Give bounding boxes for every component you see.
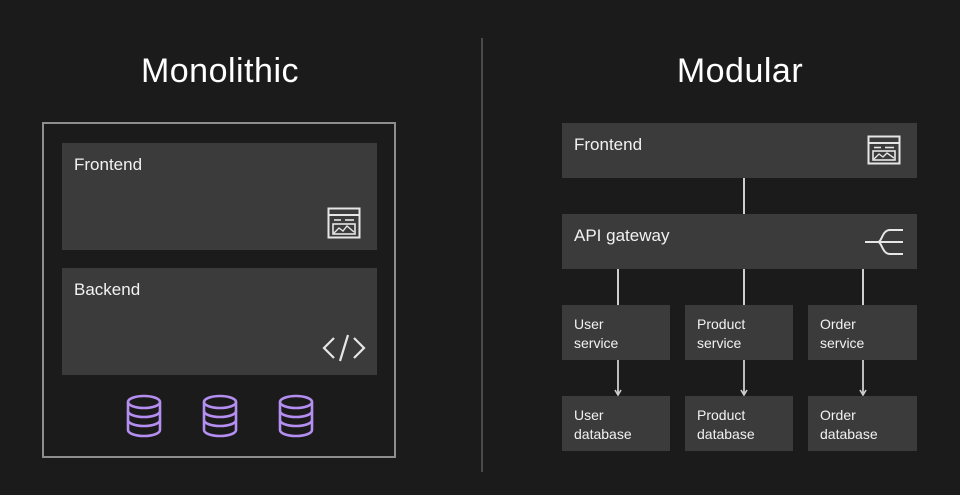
database-icon	[202, 394, 238, 438]
arrow-down	[740, 360, 748, 396]
database-icon	[126, 394, 162, 438]
section-divider	[481, 38, 483, 472]
modular-title: Modular	[676, 52, 804, 90]
monolithic-title: Monolithic	[140, 52, 300, 90]
product-service-box: Product service	[685, 305, 793, 360]
database-label: User database	[574, 407, 632, 442]
monolith-container	[42, 122, 396, 458]
database-icon	[278, 394, 314, 438]
split-routing-icon	[865, 229, 903, 255]
connector-line	[617, 269, 619, 305]
monolith-backend-label: Backend	[74, 280, 141, 299]
api-gateway-panel: API gateway	[562, 214, 917, 269]
user-database-box: User database	[562, 396, 670, 451]
modular-frontend-label: Frontend	[574, 135, 643, 154]
service-label: Product service	[697, 316, 746, 351]
connector-line	[743, 269, 745, 305]
webpage-icon	[327, 207, 361, 239]
monolith-frontend-panel: Frontend	[62, 143, 377, 250]
database-label: Product database	[697, 407, 755, 442]
webpage-icon	[867, 135, 901, 165]
arrow-down	[859, 360, 867, 396]
api-gateway-label: API gateway	[574, 226, 670, 245]
user-service-box: User service	[562, 305, 670, 360]
service-label: User service	[574, 316, 619, 351]
connector-line	[743, 178, 745, 214]
database-label: Order database	[820, 407, 878, 442]
order-database-box: Order database	[808, 396, 917, 451]
code-icon	[322, 334, 366, 362]
service-label: Order service	[820, 316, 865, 351]
product-database-box: Product database	[685, 396, 793, 451]
monolith-backend-panel: Backend	[62, 268, 377, 375]
order-service-box: Order service	[808, 305, 917, 360]
connector-line	[862, 269, 864, 305]
monolith-frontend-label: Frontend	[74, 155, 143, 174]
modular-frontend-panel: Frontend	[562, 123, 917, 178]
arrow-down	[614, 360, 622, 396]
